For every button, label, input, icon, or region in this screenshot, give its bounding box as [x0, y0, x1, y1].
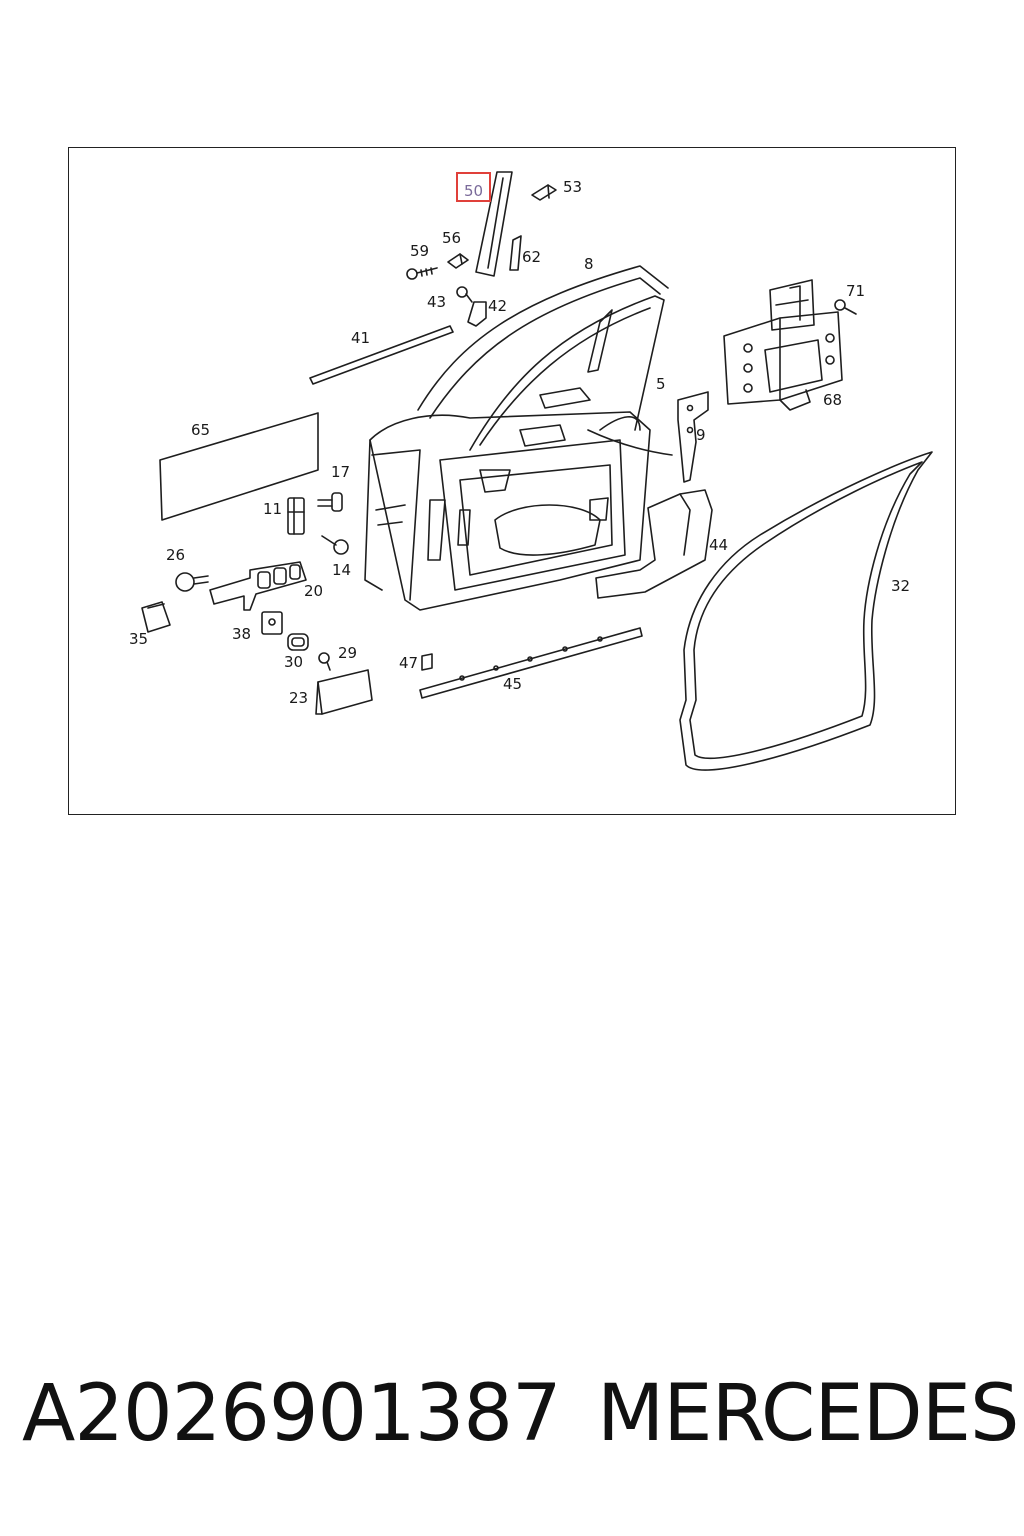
part-44-trim-panel: [595, 489, 713, 599]
part-59-screw: [406, 267, 438, 280]
part-42-bracket: [467, 301, 487, 327]
part-43-bolt: [456, 286, 473, 303]
part-32-door-seal: [679, 451, 933, 771]
callout-59[interactable]: 59: [410, 242, 430, 260]
part-35-bumper: [141, 601, 171, 633]
callout-71[interactable]: 71: [846, 282, 866, 300]
callout-41[interactable]: 41: [351, 329, 371, 347]
callout-11[interactable]: 11: [263, 500, 283, 518]
callout-45[interactable]: 45: [503, 675, 523, 693]
part-26-bolt: [175, 572, 209, 592]
part-68-module: [723, 279, 843, 411]
part-53-clip: [531, 184, 557, 201]
callout-20[interactable]: 20: [304, 582, 324, 600]
callout-35[interactable]: 35: [129, 630, 149, 648]
diagram-frame: [68, 147, 956, 815]
brand-name: MERCEDES: [597, 1369, 1019, 1459]
part-56-clip: [447, 253, 469, 269]
part-50-pillar-trim: [475, 171, 513, 277]
highlight-box: [456, 172, 491, 202]
callout-65[interactable]: 65: [191, 421, 211, 439]
callout-44[interactable]: 44: [709, 536, 729, 554]
part-11-hinge: [287, 497, 305, 535]
part-20-door-check: [209, 561, 307, 611]
callout-8[interactable]: 8: [584, 255, 594, 273]
part-62-trim: [509, 235, 522, 271]
part-9-bracket: [677, 391, 709, 483]
part-45-lower-seal: [419, 627, 643, 699]
callout-43[interactable]: 43: [427, 293, 447, 311]
part-38-clip: [261, 611, 283, 635]
callout-62[interactable]: 62: [522, 248, 542, 266]
callout-29[interactable]: 29: [338, 644, 358, 662]
callout-42[interactable]: 42: [488, 297, 508, 315]
part-30-grommet: [287, 633, 309, 651]
callout-23[interactable]: 23: [289, 689, 309, 707]
callout-32[interactable]: 32: [891, 577, 911, 595]
part-number: A2026901387: [22, 1369, 562, 1459]
part-14-bolt: [321, 535, 349, 555]
part-8-window-frame: [417, 265, 669, 451]
part-71-bolt: [834, 299, 857, 315]
callout-9[interactable]: 9: [696, 426, 706, 444]
callout-50[interactable]: 50: [464, 182, 484, 200]
part-41-belt-strip: [309, 325, 454, 385]
part-65-sheet: [159, 412, 319, 521]
part-5-cable: [587, 429, 673, 456]
callout-26[interactable]: 26: [166, 546, 186, 564]
part-29-screw: [318, 652, 331, 671]
callout-56[interactable]: 56: [442, 229, 462, 247]
callout-47[interactable]: 47: [399, 654, 419, 672]
door-body: [364, 309, 651, 611]
callout-5[interactable]: 5: [656, 375, 666, 393]
callout-14[interactable]: 14: [332, 561, 352, 579]
part-17-bolt: [317, 492, 343, 512]
callout-17[interactable]: 17: [331, 463, 351, 481]
callout-53[interactable]: 53: [563, 178, 583, 196]
callout-38[interactable]: 38: [232, 625, 252, 643]
callout-30[interactable]: 30: [284, 653, 304, 671]
callout-68[interactable]: 68: [823, 391, 843, 409]
part-47-clip: [421, 653, 433, 671]
part-23-cap: [315, 669, 373, 715]
